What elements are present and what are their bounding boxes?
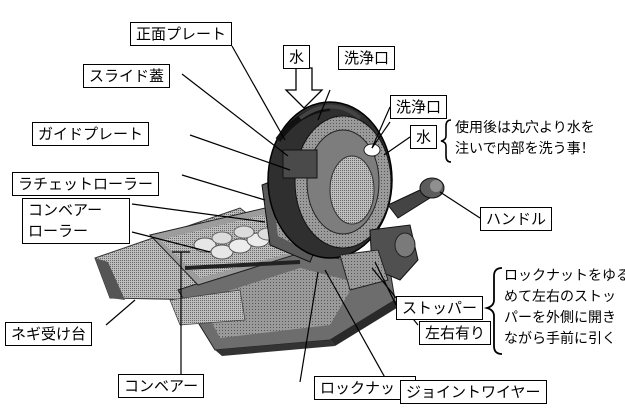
- label-handle: ハンドル: [480, 207, 553, 231]
- label-ratchet-roller: ラチェットローラー: [12, 172, 160, 196]
- label-wash-port-right: 洗浄口: [390, 95, 448, 119]
- label-left-right: 左右有り: [419, 321, 492, 345]
- lock-note-line2: めて左右のストッ: [504, 289, 616, 305]
- lock-note-line4: ながら手前に引く: [504, 331, 616, 347]
- label-conveyor-roller-line1: コンベアー: [28, 201, 103, 219]
- drum-shape: [267, 101, 393, 259]
- lock-note-line3: パーを外側に開き: [504, 310, 616, 326]
- wash-note-brace: [440, 119, 452, 163]
- label-stopper: ストッパー: [396, 296, 484, 320]
- label-conveyor-roller: コンベアー ローラー: [22, 198, 130, 244]
- label-water-right: 水: [410, 125, 438, 149]
- water-arrow-icon: [284, 67, 324, 109]
- label-leek-tray: ネギ受け台: [5, 322, 93, 346]
- label-lock-nut: ロックナット: [314, 376, 417, 400]
- wash-note-line1: 使用後は丸穴より水を: [455, 120, 595, 136]
- leader-lines: [105, 45, 481, 384]
- label-conveyor: コンベアー: [118, 374, 205, 398]
- wash-note-line2: 注いで内部を洗う事！: [455, 141, 595, 157]
- label-wash-port-top: 洗浄口: [338, 46, 396, 70]
- handle-shape: [387, 177, 445, 219]
- lower-body-shape: [339, 224, 419, 291]
- lock-note-brace: [483, 267, 503, 355]
- label-guide-plate: ガイドプレート: [32, 122, 150, 146]
- label-joint-wire: ジョイントワイヤー: [400, 380, 547, 404]
- label-front-plate: 正面プレート: [130, 22, 233, 46]
- label-conveyor-roller-line2: ローラー: [28, 222, 89, 240]
- label-water-top: 水: [283, 45, 311, 69]
- label-slide-lid: スライド蓋: [83, 64, 171, 88]
- lock-note-line1: ロックナットをゆる: [504, 268, 625, 284]
